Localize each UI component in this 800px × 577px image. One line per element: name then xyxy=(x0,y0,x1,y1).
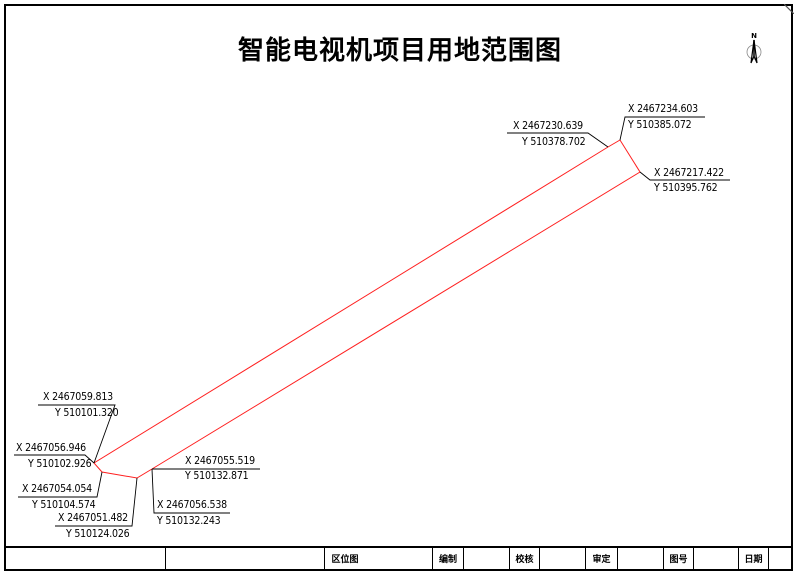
checked-by-value xyxy=(540,548,586,569)
north-arrow-icon: N xyxy=(746,32,762,64)
coord-label-y: Y 510101.320 xyxy=(55,407,119,419)
coord-label-y: Y 510378.702 xyxy=(522,136,586,148)
title-block-cell xyxy=(6,548,166,569)
coord-label-x: X 2467051.482 xyxy=(58,512,128,524)
coord-label-x: X 2467054.054 xyxy=(22,483,92,495)
coord-label-x: X 2467056.946 xyxy=(16,442,86,454)
coord-label-x: X 2467234.603 xyxy=(628,103,698,115)
coord-label-x: X 2467230.639 xyxy=(513,120,583,132)
prepared-by-value xyxy=(464,548,510,569)
corner-mark xyxy=(784,4,794,14)
drawing-title: 智能电视机项目用地范围图 xyxy=(237,36,562,66)
coord-label-x: X 2467055.519 xyxy=(185,455,255,467)
date-value xyxy=(769,548,791,569)
drawing-frame xyxy=(4,4,793,571)
coord-label-x: X 2467059.813 xyxy=(43,391,113,403)
coord-label-y: Y 510385.072 xyxy=(628,119,692,131)
approved-by-value xyxy=(618,548,664,569)
coord-label-x: X 2467217.422 xyxy=(654,167,724,179)
drawing-number-value xyxy=(694,548,739,569)
coord-label-y: Y 510104.574 xyxy=(32,499,96,511)
approved-by-label: 审定 xyxy=(586,548,618,569)
coord-label-y: Y 510395.762 xyxy=(654,182,718,194)
checked-by-label: 校核 xyxy=(510,548,540,569)
drawing-number-label: 图号 xyxy=(664,548,694,569)
title-block-cell xyxy=(166,548,325,569)
location-map-label: 区位图 xyxy=(331,555,359,565)
site-boundary xyxy=(93,139,641,479)
coord-label-y: Y 510132.871 xyxy=(185,470,249,482)
title-block: 区位图 编制 校核 审定 图号 日期 xyxy=(6,546,791,569)
north-label: N xyxy=(751,32,757,40)
prepared-by-label: 编制 xyxy=(433,548,464,569)
date-label: 日期 xyxy=(739,548,769,569)
coord-label-y: Y 510132.243 xyxy=(157,515,221,527)
coord-label-x: X 2467056.538 xyxy=(157,499,227,511)
coord-label-y: Y 510102.926 xyxy=(28,458,92,470)
coord-label-y: Y 510124.026 xyxy=(66,528,130,540)
leader-lines xyxy=(14,116,730,527)
location-map-value xyxy=(365,548,433,569)
